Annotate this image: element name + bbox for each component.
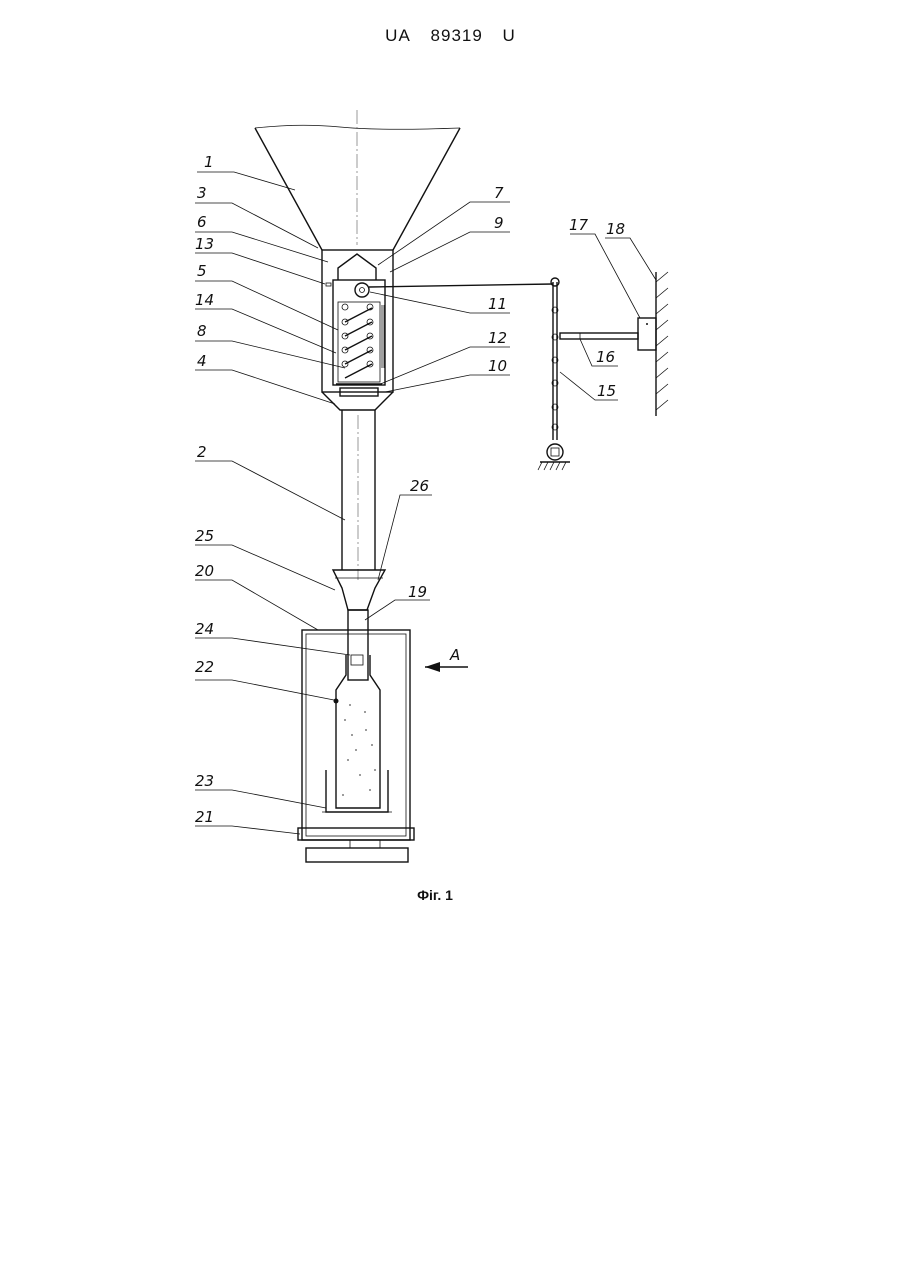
hopper	[255, 110, 460, 250]
view-arrow: A	[425, 646, 468, 672]
label-19: 19	[408, 583, 427, 601]
label-8: 8	[197, 322, 207, 340]
label-22: 22	[195, 658, 214, 676]
label-9: 9	[494, 214, 504, 232]
label-16: 16	[596, 348, 615, 366]
label-6: 6	[197, 213, 207, 231]
feed-pipe	[333, 410, 385, 610]
label-25: 25	[195, 527, 214, 545]
label-3: 3	[197, 184, 207, 202]
figure-caption: Фіг. 1	[0, 887, 870, 903]
label-23: 23	[195, 772, 214, 790]
label-11: 11	[488, 295, 507, 313]
label-1: 1	[204, 153, 214, 171]
label-13: 13	[195, 235, 214, 253]
label-17: 17	[569, 216, 589, 234]
label-26: 26	[410, 477, 429, 495]
label-12: 12	[488, 329, 507, 347]
lever-assembly	[538, 272, 668, 470]
leader-lines	[195, 172, 656, 834]
bottle-contents	[342, 704, 376, 796]
label-4: 4	[197, 352, 207, 370]
label-14: 14	[195, 291, 214, 309]
label-5: 5	[197, 262, 207, 280]
label-20: 20	[195, 562, 214, 580]
dosing-housing	[322, 250, 553, 410]
label-2: 2	[197, 443, 207, 461]
filling-station	[298, 610, 414, 862]
label-18: 18	[606, 220, 625, 238]
label-10: 10	[488, 357, 507, 375]
label-7: 7	[494, 184, 504, 202]
label-21: 21	[195, 808, 214, 826]
label-15: 15	[597, 382, 616, 400]
label-24: 24	[195, 620, 214, 638]
view-arrow-label: A	[449, 646, 460, 664]
